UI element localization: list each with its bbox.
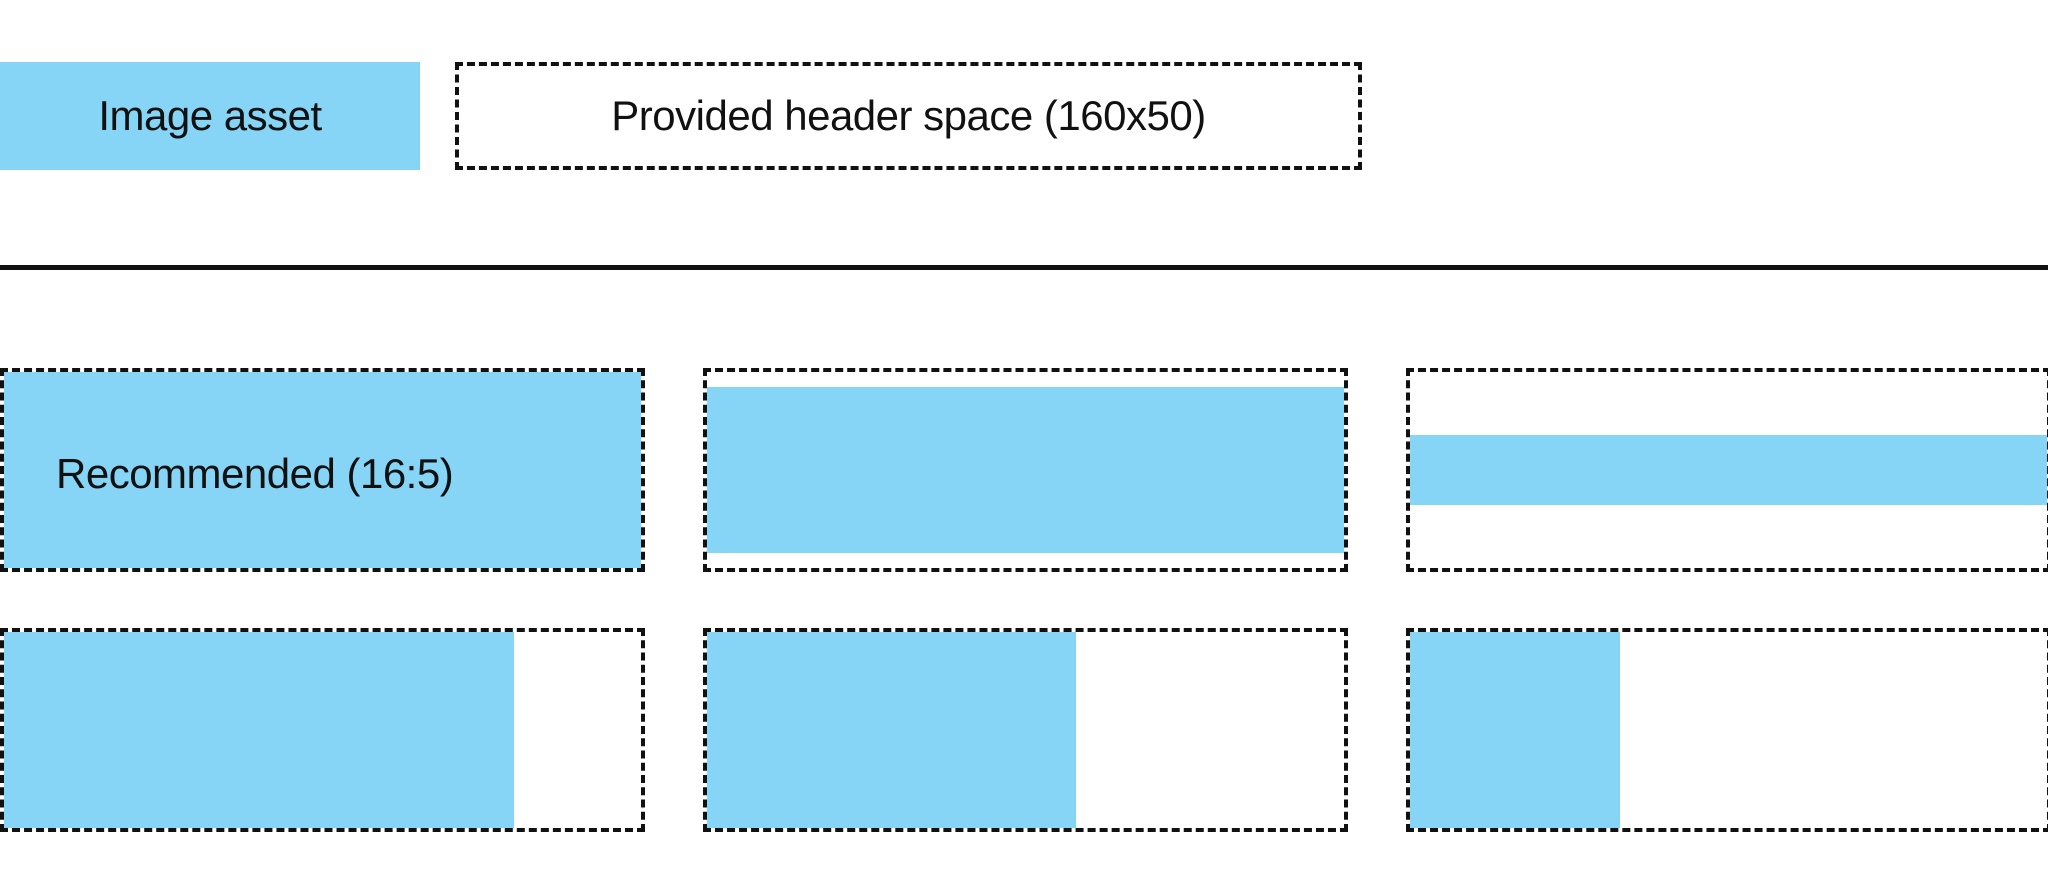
spec-cell-coverage-wide: [0, 628, 645, 832]
provided-header-space-label: Provided header space (160x50): [611, 92, 1206, 139]
width-coverage-row: [0, 628, 2048, 832]
asset-fill-area: [707, 387, 1344, 553]
spec-cell-widest-ratio: [1406, 368, 2048, 572]
recommended-ratio-label: Recommended (16:5): [56, 450, 454, 497]
spec-cell-recommended-16-5: Recommended (16:5): [0, 368, 645, 572]
spec-cell-wider-ratio: [703, 368, 1348, 572]
asset-fill-area: [707, 632, 1077, 828]
image-asset-swatch: Image asset: [0, 62, 420, 170]
asset-fill-area: [1410, 632, 1621, 828]
spec-cell-coverage-narrow: [1406, 628, 2048, 832]
aspect-ratio-row: Recommended (16:5): [0, 368, 2048, 572]
spec-grid: Recommended (16:5): [0, 368, 2048, 838]
provided-header-space-box: Provided header space (160x50): [455, 62, 1362, 170]
header-legend-row: Image asset Provided header space (160x5…: [0, 62, 2048, 170]
image-asset-label: Image asset: [98, 92, 322, 139]
asset-fill-area: [1410, 435, 2047, 505]
asset-fill-area: [4, 632, 514, 828]
section-divider: [0, 265, 2048, 270]
asset-fill-area: [4, 372, 641, 568]
spec-cell-coverage-medium: [703, 628, 1348, 832]
